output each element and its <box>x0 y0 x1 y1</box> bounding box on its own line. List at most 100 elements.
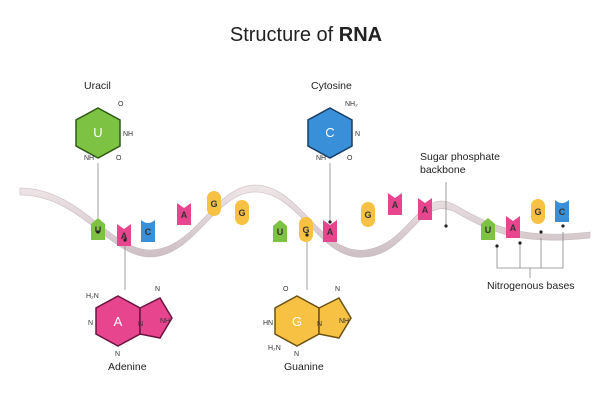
uracil-atom-o-bottom: O <box>116 155 122 162</box>
guanine-label: Guanine <box>284 361 324 373</box>
strand-base-c: C <box>141 220 155 242</box>
pointer-dot <box>123 238 127 242</box>
strand-base-letter: A <box>181 210 188 220</box>
strand-base-a: A <box>418 198 432 220</box>
uracil-atom-nh-right: NH <box>123 131 133 138</box>
strand-base-letter: U <box>277 227 284 237</box>
pointer-dot <box>96 230 100 234</box>
strand-base-g: G <box>207 191 221 216</box>
pointer-dot <box>518 241 522 245</box>
guanine-atom-n-mid: N <box>317 321 322 328</box>
strand-base-letter: A <box>392 200 399 210</box>
strand-base-shape <box>481 218 495 240</box>
strand-base-shape <box>177 203 191 225</box>
strand-base-letter: U <box>485 225 492 235</box>
title-bold: RNA <box>338 24 383 46</box>
strand-base-letter: C <box>559 207 566 217</box>
guanine-atom-hn: HN <box>263 320 273 327</box>
page-title: Structure of RNA <box>0 24 612 47</box>
cytosine-atom-nh: NH <box>316 155 326 162</box>
guanine-ring-five <box>318 297 352 339</box>
uracil-atom-o-top: O <box>118 101 124 108</box>
uracil-molecule: U O NH NH O <box>75 101 133 162</box>
adenine-atom-nh: NH <box>160 318 170 325</box>
adenine-atom-h2n: H₂N <box>86 293 99 300</box>
pointer-dot <box>495 244 499 248</box>
strand-base-g: G <box>361 202 375 227</box>
pointer-dot <box>539 230 543 234</box>
cytosine-atom-nh2: NH₂ <box>345 101 358 108</box>
cytosine-atom-n: N <box>355 131 360 138</box>
cytosine-label: Cytosine <box>311 80 352 92</box>
strand-base-g: G <box>235 200 249 225</box>
cytosine-molecule: C NH₂ N NH O <box>307 101 360 162</box>
strand-base-shape <box>299 217 313 242</box>
guanine-atom-n-bottom: N <box>294 351 299 358</box>
strand-base-letter: U <box>95 225 102 235</box>
strand-base-g: G <box>531 199 545 224</box>
adenine-atom-n-bottom: N <box>115 351 120 358</box>
strand-base-shape <box>141 220 155 242</box>
strand-base-a: A <box>388 193 402 215</box>
title-prefix: Structure of <box>229 24 339 46</box>
adenine-letter: A <box>114 314 123 329</box>
strand-base-u: U <box>273 220 287 242</box>
uracil-label: Uracil <box>84 80 111 92</box>
strand-base-letter: C <box>145 227 152 237</box>
strand-base-shape <box>323 220 337 242</box>
adenine-label: Adenine <box>108 361 147 373</box>
strand-base-shape <box>506 216 520 238</box>
uracil-ring <box>75 107 121 159</box>
strand-base-letter: A <box>121 231 128 241</box>
strand-base-a: A <box>117 224 131 246</box>
backbone-label-line2: backbone <box>420 164 466 176</box>
pointer-dot <box>305 233 309 237</box>
strand-base-letter: G <box>534 207 541 217</box>
strand-base-u: U <box>481 218 495 240</box>
strand-base-letter: A <box>422 205 429 215</box>
strand-base-shape <box>531 199 545 224</box>
strand-base-shape <box>91 218 105 240</box>
strand-base-letter: G <box>302 225 309 235</box>
pointer-dot <box>444 224 448 228</box>
strand-base-shape <box>555 200 569 222</box>
guanine-molecule: G O N HN H₂N N NH N <box>263 286 352 358</box>
strand-base-letter: G <box>238 208 245 218</box>
strand-base-shape <box>418 198 432 220</box>
strand-base-shape <box>207 191 221 216</box>
pointer-dot <box>328 220 332 224</box>
strand-base-c: C <box>555 200 569 222</box>
strand-bases: U A C A G G U G A G A A U A G C <box>91 191 569 248</box>
guanine-letter: G <box>292 314 302 329</box>
cytosine-letter: C <box>325 125 334 140</box>
nitrogenous-bases-label: Nitrogenous bases <box>487 280 575 292</box>
adenine-atom-n-top: N <box>155 286 160 293</box>
strand-base-letter: G <box>210 199 217 209</box>
guanine-atom-h2n: H₂N <box>268 345 281 352</box>
guanine-atom-n-top: N <box>335 286 340 293</box>
adenine-molecule: A H₂N N N N NH N <box>86 286 173 358</box>
pointer-dot <box>561 224 565 228</box>
strand-base-a: A <box>323 220 337 242</box>
adenine-atom-n-left: N <box>88 320 93 327</box>
uracil-atom-nh-bottom: NH <box>84 155 94 162</box>
strand-base-letter: A <box>510 223 517 233</box>
strand-base-shape <box>117 224 131 246</box>
adenine-ring-five <box>139 297 173 339</box>
strand-base-shape <box>235 200 249 225</box>
strand-base-a: A <box>506 216 520 238</box>
strand-base-letter: G <box>364 210 371 220</box>
guanine-atom-o: O <box>283 286 289 293</box>
backbone-label-line1: Sugar phosphate <box>420 151 500 163</box>
strand-base-shape <box>361 202 375 227</box>
cytosine-ring <box>307 107 353 159</box>
nitrogenous-bracket <box>496 232 564 278</box>
strand-base-letter: A <box>327 227 334 237</box>
strand-base-g: G <box>299 217 313 242</box>
adenine-atom-n-mid: N <box>138 321 143 328</box>
strand-base-u: U <box>91 218 105 240</box>
uracil-letter: U <box>93 125 102 140</box>
strand-base-shape <box>388 193 402 215</box>
strand-base-shape <box>273 220 287 242</box>
